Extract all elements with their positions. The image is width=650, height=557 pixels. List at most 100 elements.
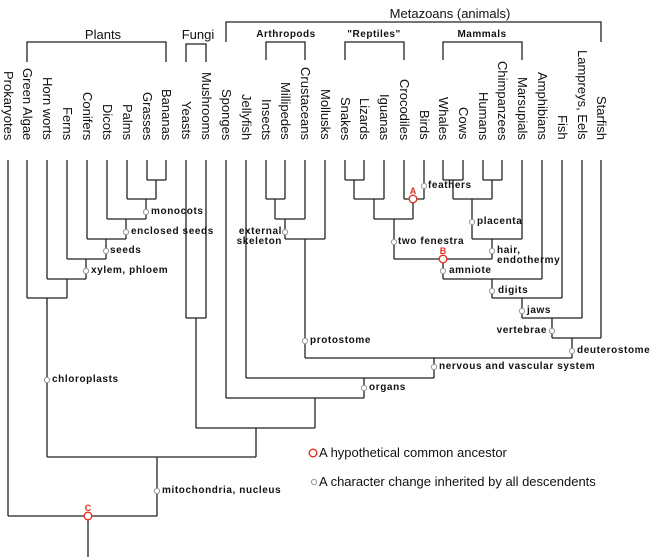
taxon-label: Jellyfish xyxy=(236,0,256,140)
ancestor-c-icon xyxy=(83,511,93,521)
taxon-name: Palms xyxy=(120,103,135,140)
taxon-name: Snakes xyxy=(338,96,353,140)
char-jaws: jaws xyxy=(527,305,552,316)
char-vertebrae: vertebrae xyxy=(496,325,547,336)
taxon-label: Mushrooms xyxy=(196,0,216,140)
taxon-name: Crocodiles xyxy=(397,78,412,140)
taxon-label: Green Algae xyxy=(17,0,37,140)
char-seeds: seeds xyxy=(110,245,142,256)
taxon-label: Conifers xyxy=(77,0,97,140)
taxon-name: Jellyfish xyxy=(239,93,254,140)
taxon-name: Crustaceans xyxy=(298,67,313,140)
taxon-label: Snakes xyxy=(335,0,355,140)
clade-join xyxy=(266,198,285,219)
taxon-label: Amphibians xyxy=(532,0,552,140)
character-marker-icon xyxy=(142,208,150,216)
taxon-label: Birds xyxy=(414,0,434,140)
taxon-label: Horn worts xyxy=(37,0,57,140)
taxon-name: Dicots xyxy=(100,103,115,140)
taxon-label: Yeasts xyxy=(176,0,196,140)
legend-ancestor-text: A hypothetical common ancestor xyxy=(319,445,507,460)
taxon-name: Fish xyxy=(555,115,570,140)
taxon-label: Whales xyxy=(433,0,453,140)
taxon-name: Iguanas xyxy=(377,93,392,140)
char-hair-endothermy: hair, endothermy xyxy=(497,246,560,266)
taxon-name: Yeasts xyxy=(179,101,194,140)
group-fungi-label: Fungi xyxy=(181,27,215,42)
char-external-skeleton: external skeleton xyxy=(230,227,282,247)
legend-ancestor-icon xyxy=(308,448,318,458)
taxon-label: Insects xyxy=(256,0,276,140)
char-external-skeleton-line2: skeleton xyxy=(236,236,282,247)
taxon-label: Grasses xyxy=(137,0,157,140)
taxon-name: Cows xyxy=(456,107,471,140)
ancestor-a-label: A xyxy=(409,186,417,196)
char-chloroplasts: chloroplasts xyxy=(52,374,119,385)
taxon-name: Mollusks xyxy=(318,89,333,140)
taxon-name: Grasses xyxy=(140,91,155,140)
bracket-arthropods xyxy=(265,41,306,60)
clade-join xyxy=(196,427,315,457)
char-amniote: amniote xyxy=(449,265,492,276)
char-placenta: placenta xyxy=(477,216,523,227)
legend-character-icon xyxy=(310,478,318,486)
character-marker-icon xyxy=(430,363,438,371)
char-hair-line2: endothermy xyxy=(497,255,561,266)
char-xylem-phloem: xylem, phloem xyxy=(91,265,169,276)
taxon-label: Palms xyxy=(117,0,137,140)
character-marker-icon xyxy=(281,228,289,236)
char-nervous-vascular: nervous and vascular system xyxy=(439,361,596,372)
taxon-name: Starfish xyxy=(594,95,609,140)
clade-join xyxy=(345,179,364,199)
taxon-label: Ferns xyxy=(57,0,77,140)
char-organs: organs xyxy=(369,382,406,393)
taxon-name: Horn worts xyxy=(40,77,55,140)
taxon-name: Amphibians xyxy=(535,72,550,140)
taxon-label: Humans xyxy=(473,0,493,140)
character-marker-icon xyxy=(102,247,110,255)
taxon-name: Lampreys, Eels xyxy=(575,50,590,140)
taxon-name: Whales xyxy=(436,96,451,140)
taxon-label: Crustaceans xyxy=(295,0,315,140)
clade-join xyxy=(47,456,256,516)
char-enclosed-seeds: enclosed seeds xyxy=(131,226,214,237)
bracket-fungi xyxy=(185,43,207,62)
character-marker-icon xyxy=(82,267,90,275)
bracket-mammals xyxy=(442,41,523,60)
character-marker-icon xyxy=(439,267,447,275)
clade-join xyxy=(483,179,502,199)
clade-join xyxy=(47,278,86,298)
taxon-name: Marsupials xyxy=(515,77,530,140)
taxon-name: Sponges xyxy=(219,88,234,140)
bracket-plants xyxy=(26,41,167,62)
character-marker-icon xyxy=(360,384,368,392)
taxon-label: Lampreys, Eels xyxy=(572,0,592,140)
char-deuterostome: deuterostome xyxy=(577,345,650,356)
taxon-label: Sponges xyxy=(216,0,236,140)
char-protostome: protostome xyxy=(310,335,371,346)
clade-join xyxy=(226,397,364,428)
group-plants-label: Plants xyxy=(84,27,122,42)
character-marker-icon xyxy=(518,307,526,315)
taxon-name: Green Algae xyxy=(20,67,35,140)
bracket-metazoans xyxy=(225,21,602,42)
char-external-skeleton-line1: external xyxy=(238,226,282,237)
character-marker-icon xyxy=(153,487,161,495)
legend-character-text: A character change inherited by all desc… xyxy=(319,474,596,489)
ancestor-c-label: C xyxy=(84,503,92,513)
taxon-label: Cows xyxy=(453,0,473,140)
group-metazoans-label: Metazoans (animals) xyxy=(389,6,511,21)
char-digits: digits xyxy=(498,285,529,296)
taxon-label: Marsupials xyxy=(512,0,532,140)
taxon-label: Mollusks xyxy=(315,0,335,140)
clade-join xyxy=(186,317,206,428)
taxon-name: Conifers xyxy=(80,91,95,140)
clade-join xyxy=(443,179,463,199)
taxon-name: Chimpanzees xyxy=(495,60,510,141)
taxon-name: Insects xyxy=(259,98,274,140)
character-marker-icon xyxy=(468,218,476,226)
taxon-label: Crocodiles xyxy=(394,0,414,140)
taxon-name: Humans xyxy=(476,91,491,140)
character-marker-icon xyxy=(43,376,51,384)
ancestor-b-label: B xyxy=(439,246,447,256)
